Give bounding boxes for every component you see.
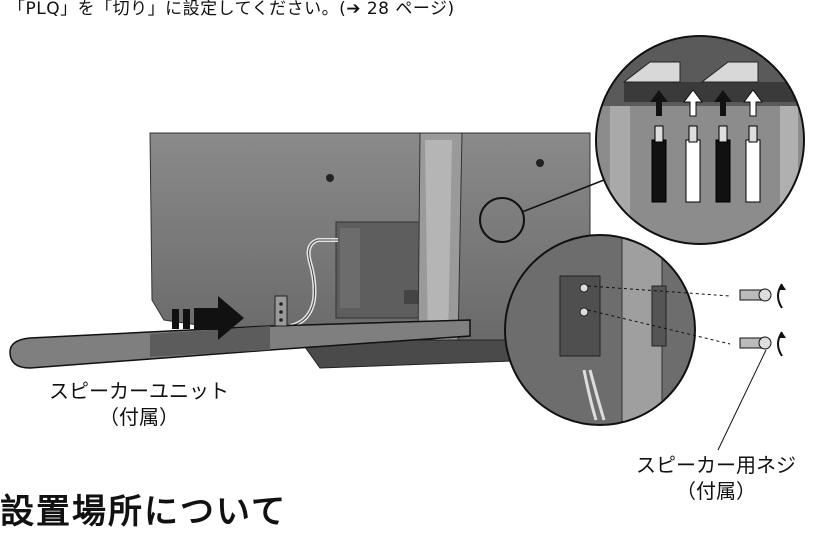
- screw-detail-magnified: [504, 234, 731, 426]
- terminal-detail-magnified: [595, 35, 805, 245]
- up-arrow-icon: [743, 89, 763, 117]
- speaker-screw: [739, 288, 772, 350]
- tv-stand: [299, 132, 542, 369]
- speaker-unit: [9, 295, 471, 369]
- speaker-unit-label-name: スピーカーユニット: [49, 379, 229, 403]
- up-arrow-icon: [683, 89, 703, 117]
- speaker-screw-label-note: （付属）: [676, 479, 756, 503]
- speaker-screw-label-name: スピーカー用ネジ: [636, 453, 796, 477]
- insert-arrow-icon: [172, 296, 244, 340]
- terminal-highlight: [479, 197, 525, 243]
- wall-mount-hole: [326, 174, 334, 182]
- instruction-note: 「PLQ」を「切り」に設定してください。(➔ 28 ページ): [8, 0, 455, 19]
- speaker-unit-label: スピーカーユニット （付属）: [8, 378, 270, 430]
- up-arrow-icon: [650, 90, 668, 116]
- wall-mount-hole: [536, 159, 544, 167]
- section-heading: 設置場所について: [0, 492, 287, 532]
- rotate-arrow-icon: [777, 331, 783, 357]
- rotate-arrow-icon: [777, 283, 783, 309]
- up-arrow-icon: [714, 90, 732, 116]
- speaker-unit-label-note: （付属）: [99, 405, 179, 429]
- speaker-screw-label: スピーカー用ネジ （付属）: [616, 452, 816, 504]
- installation-illustration: [9, 35, 805, 451]
